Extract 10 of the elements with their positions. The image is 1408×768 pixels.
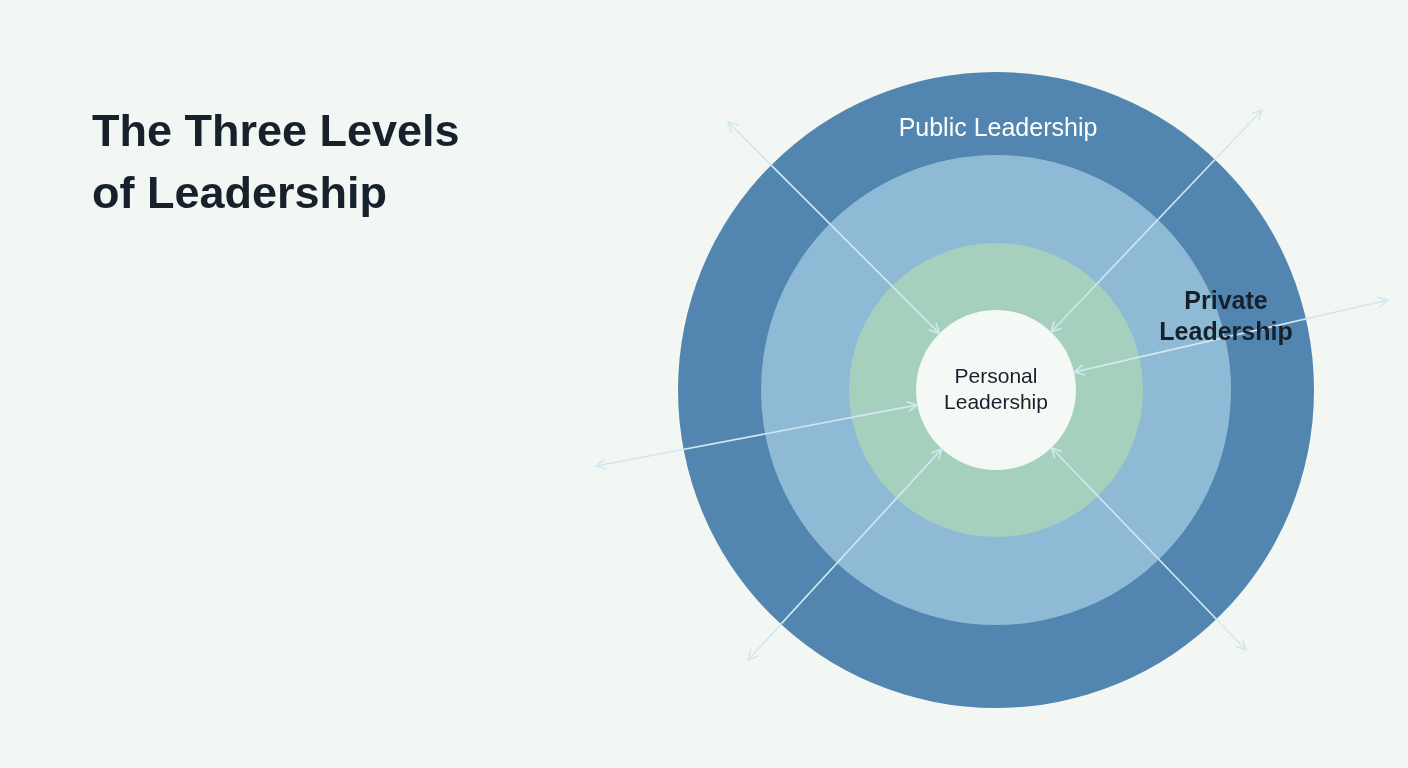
double-headed-arrow	[1073, 296, 1389, 376]
ring-label: Personal Leadership	[943, 363, 1049, 416]
ring-label: Public Leadership	[897, 112, 1099, 143]
diagram-title: The Three Levels of Leadership	[92, 104, 461, 220]
double-headed-arrow	[595, 401, 919, 470]
double-headed-arrow	[1050, 109, 1263, 333]
double-headed-arrow	[1050, 446, 1247, 651]
ring-label: Private Leadership	[1158, 285, 1294, 348]
double-headed-arrow	[727, 121, 941, 335]
double-headed-arrow	[747, 448, 943, 661]
